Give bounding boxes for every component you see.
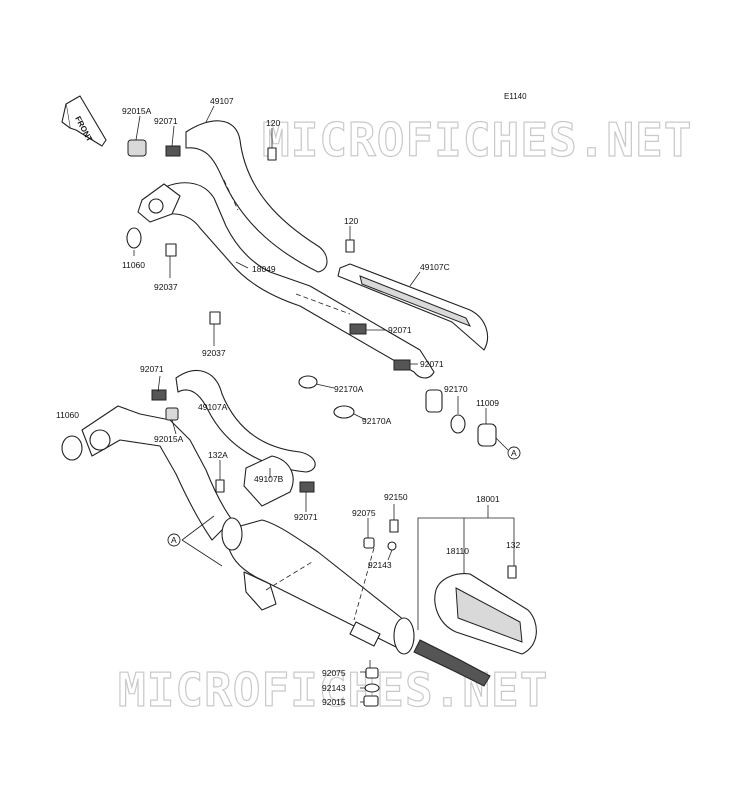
clamp-92170A-b bbox=[333, 405, 355, 419]
nut-92075-a bbox=[363, 537, 375, 549]
ref-a-left-text: A bbox=[171, 535, 177, 545]
label-120-mid: 120 bbox=[344, 216, 358, 226]
bolt-132 bbox=[507, 565, 517, 579]
label-11060-left: 11060 bbox=[56, 410, 79, 420]
gasket-11009 bbox=[477, 423, 497, 447]
label-92075-b: 92075 bbox=[322, 668, 346, 678]
clip-92071-mid bbox=[349, 323, 367, 335]
label-92037-a: 92037 bbox=[154, 282, 178, 292]
gasket-92015A-top bbox=[127, 139, 147, 157]
label-18001: 18001 bbox=[476, 494, 500, 504]
label-92071-r: 92071 bbox=[420, 359, 444, 369]
watermark-top: MICROFICHES.NET bbox=[262, 113, 692, 167]
label-92071-mid: 92071 bbox=[388, 325, 412, 335]
washer-92143-b bbox=[364, 683, 380, 693]
label-92075-a: 92075 bbox=[352, 508, 376, 518]
heat-guard-49107A bbox=[175, 370, 316, 473]
label-49107A: 49107A bbox=[198, 402, 228, 412]
label-11009: 11009 bbox=[476, 398, 499, 408]
heat-guard-49107 bbox=[185, 120, 328, 273]
leader-lines bbox=[133, 105, 515, 703]
ref-mark-a-right: A bbox=[507, 446, 521, 460]
gasket-11060-top bbox=[126, 227, 142, 249]
clamp-92170A-a bbox=[298, 375, 318, 389]
bolt-120-mid bbox=[345, 239, 355, 253]
bolt-120-top bbox=[267, 147, 277, 161]
label-92170A-a: 92170A bbox=[334, 384, 364, 394]
label-92071-top: 92071 bbox=[154, 116, 178, 126]
clip-92037-a bbox=[165, 243, 177, 257]
dashed-guides bbox=[223, 179, 375, 621]
label-92143-a: 92143 bbox=[368, 560, 392, 570]
heat-guard-49107C bbox=[337, 263, 488, 351]
clip-92037-b bbox=[209, 311, 221, 325]
gasket-11060-left bbox=[61, 435, 83, 461]
clip-92071-top bbox=[165, 145, 181, 157]
label-92015-b: 92015 bbox=[322, 697, 346, 707]
label-18049: 18049 bbox=[252, 264, 276, 274]
ref-mark-a-left: A bbox=[167, 533, 181, 547]
label-92170: 92170 bbox=[444, 384, 468, 394]
bolt-132A bbox=[215, 479, 225, 493]
label-49107B: 49107B bbox=[254, 474, 284, 484]
label-18110: 18110 bbox=[446, 546, 469, 556]
silencer-18110 bbox=[434, 573, 537, 655]
clip-92071-r bbox=[393, 359, 411, 371]
pipe-end bbox=[425, 389, 443, 413]
bolt-92150 bbox=[389, 519, 399, 533]
label-92170A-b: 92170A bbox=[362, 416, 392, 426]
label-92015A-top: 92015A bbox=[122, 106, 152, 116]
label-49107: 49107 bbox=[210, 96, 234, 106]
label-92150: 92150 bbox=[384, 492, 408, 502]
label-92071-left: 92071 bbox=[140, 364, 164, 374]
clamp-92170 bbox=[450, 414, 466, 434]
washer-92143-a bbox=[387, 541, 397, 551]
label-11060-top: 11060 bbox=[122, 260, 145, 270]
front-arrow-icon: FRONT bbox=[61, 95, 107, 147]
gasket-92015A-left bbox=[165, 407, 179, 421]
grommet-92015-b bbox=[363, 695, 379, 707]
label-49107C: 49107C bbox=[420, 262, 450, 272]
clip-92071-b bbox=[299, 481, 315, 493]
label-120-top: 120 bbox=[266, 118, 280, 128]
label-92071-b: 92071 bbox=[294, 512, 318, 522]
label-132: 132 bbox=[506, 540, 520, 550]
label-132A: 132A bbox=[208, 450, 228, 460]
muffler-assembly bbox=[221, 517, 491, 687]
label-92015A-left: 92015A bbox=[154, 434, 184, 444]
heat-guard-49107B bbox=[243, 455, 294, 507]
nut-92075-b bbox=[365, 667, 379, 679]
exhaust-pipe-lower bbox=[61, 405, 233, 541]
diagram-code: E1140 bbox=[504, 92, 527, 101]
label-92143-b: 92143 bbox=[322, 683, 346, 693]
label-92037-b: 92037 bbox=[202, 348, 226, 358]
ref-a-right-text: A bbox=[511, 448, 517, 458]
clip-92071-left bbox=[151, 389, 167, 401]
